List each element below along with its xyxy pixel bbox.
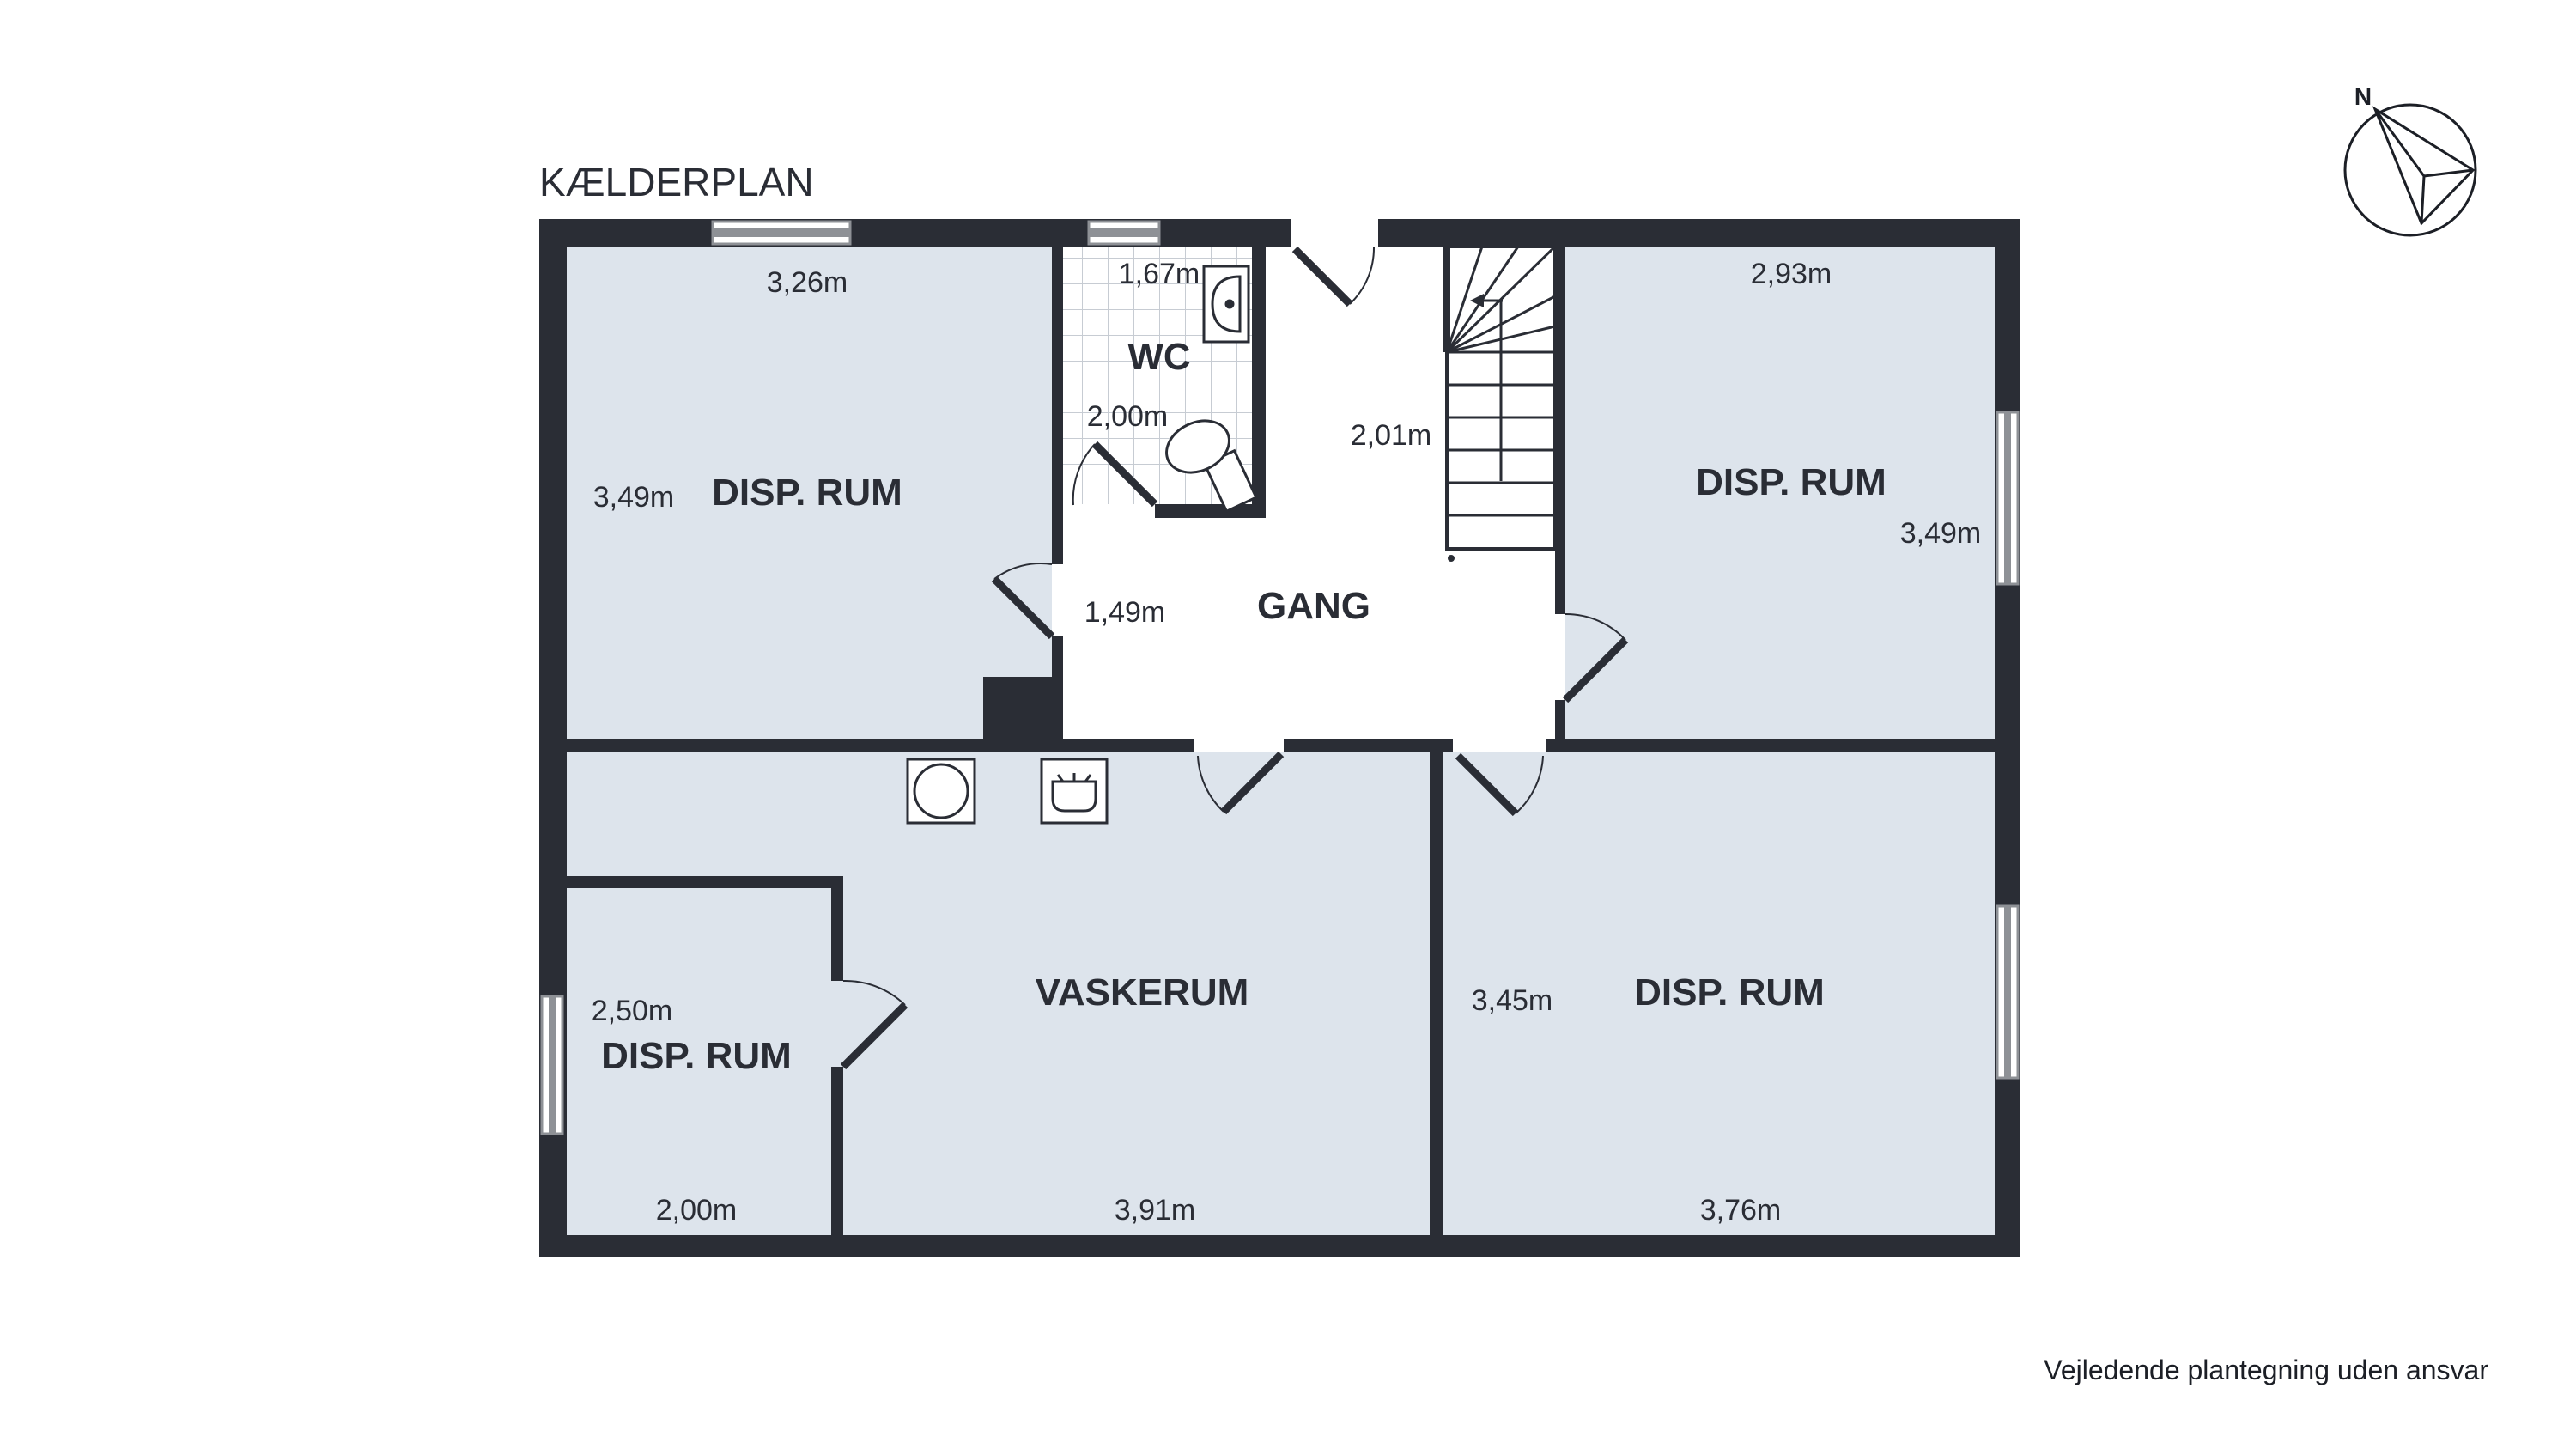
- staircase: [1443, 245, 1557, 562]
- label-disp-rum-se: DISP. RUM: [1634, 971, 1825, 1014]
- toilet: [1165, 419, 1258, 514]
- door-wc: [1072, 441, 1158, 508]
- window-glass: [549, 228, 2011, 1134]
- plan-title: KÆLDERPLAN: [539, 160, 814, 204]
- dim-disp-rum-ne-width: 2,93m: [1751, 258, 1832, 290]
- laundry-tub: [1040, 758, 1109, 825]
- dim-gang-width: 1,49m: [1084, 596, 1166, 629]
- compass-icon: [2343, 103, 2477, 237]
- door-entrance: [1291, 246, 1376, 307]
- dim-vaskerum-width: 3,91m: [1115, 1194, 1196, 1227]
- door-swings: [840, 246, 1629, 1070]
- room-disp-rum-nw: [567, 247, 1052, 739]
- door-openings-rooms: [831, 564, 1565, 1067]
- door-disp-rum-se: [1455, 752, 1544, 817]
- door-disp-rum-sw: [840, 979, 908, 1070]
- dim-wc-width: 1,67m: [1119, 258, 1200, 290]
- compass-north-label: N: [2354, 83, 2372, 110]
- dim-disp-rum-nw-width: 3,26m: [767, 266, 848, 299]
- label-disp-rum-nw: DISP. RUM: [712, 472, 902, 514]
- washing-machine: [906, 758, 976, 825]
- wc-sink: [1202, 265, 1250, 344]
- label-gang: GANG: [1257, 585, 1370, 627]
- label-vaskerum: VASKERUM: [1036, 971, 1249, 1014]
- disclaimer: Vejledende plantegning uden ansvar: [2044, 1355, 2488, 1385]
- room-disp-rum-sw: [567, 888, 831, 1235]
- door-openings: [1194, 219, 1546, 752]
- dim-disp-rum-se-depth: 3,45m: [1472, 984, 1553, 1017]
- room-disp-rum-ne: [1565, 247, 1995, 739]
- door-vaskerum: [1197, 751, 1285, 815]
- door-disp-rum-nw: [991, 563, 1055, 640]
- dim-disp-rum-ne-depth: 3,49m: [1900, 517, 1982, 550]
- dim-disp-rum-nw-depth: 3,49m: [593, 481, 675, 514]
- label-disp-rum-sw: DISP. RUM: [601, 1035, 792, 1077]
- door-disp-rum-ne: [1562, 612, 1629, 703]
- dim-wc-depth: 2,00m: [1087, 400, 1169, 433]
- dim-disp-rum-sw-width: 2,00m: [656, 1194, 738, 1227]
- room-disp-rum-se: [1443, 752, 1995, 1235]
- interior-walls: [567, 247, 2020, 1235]
- label-disp-rum-ne: DISP. RUM: [1696, 461, 1886, 503]
- dim-disp-rum-sw-depth: 2,50m: [592, 995, 673, 1027]
- label-wc: WC: [1127, 336, 1190, 378]
- dim-disp-rum-se-width: 3,76m: [1700, 1194, 1782, 1227]
- dim-gang-depth: 2,01m: [1351, 419, 1432, 452]
